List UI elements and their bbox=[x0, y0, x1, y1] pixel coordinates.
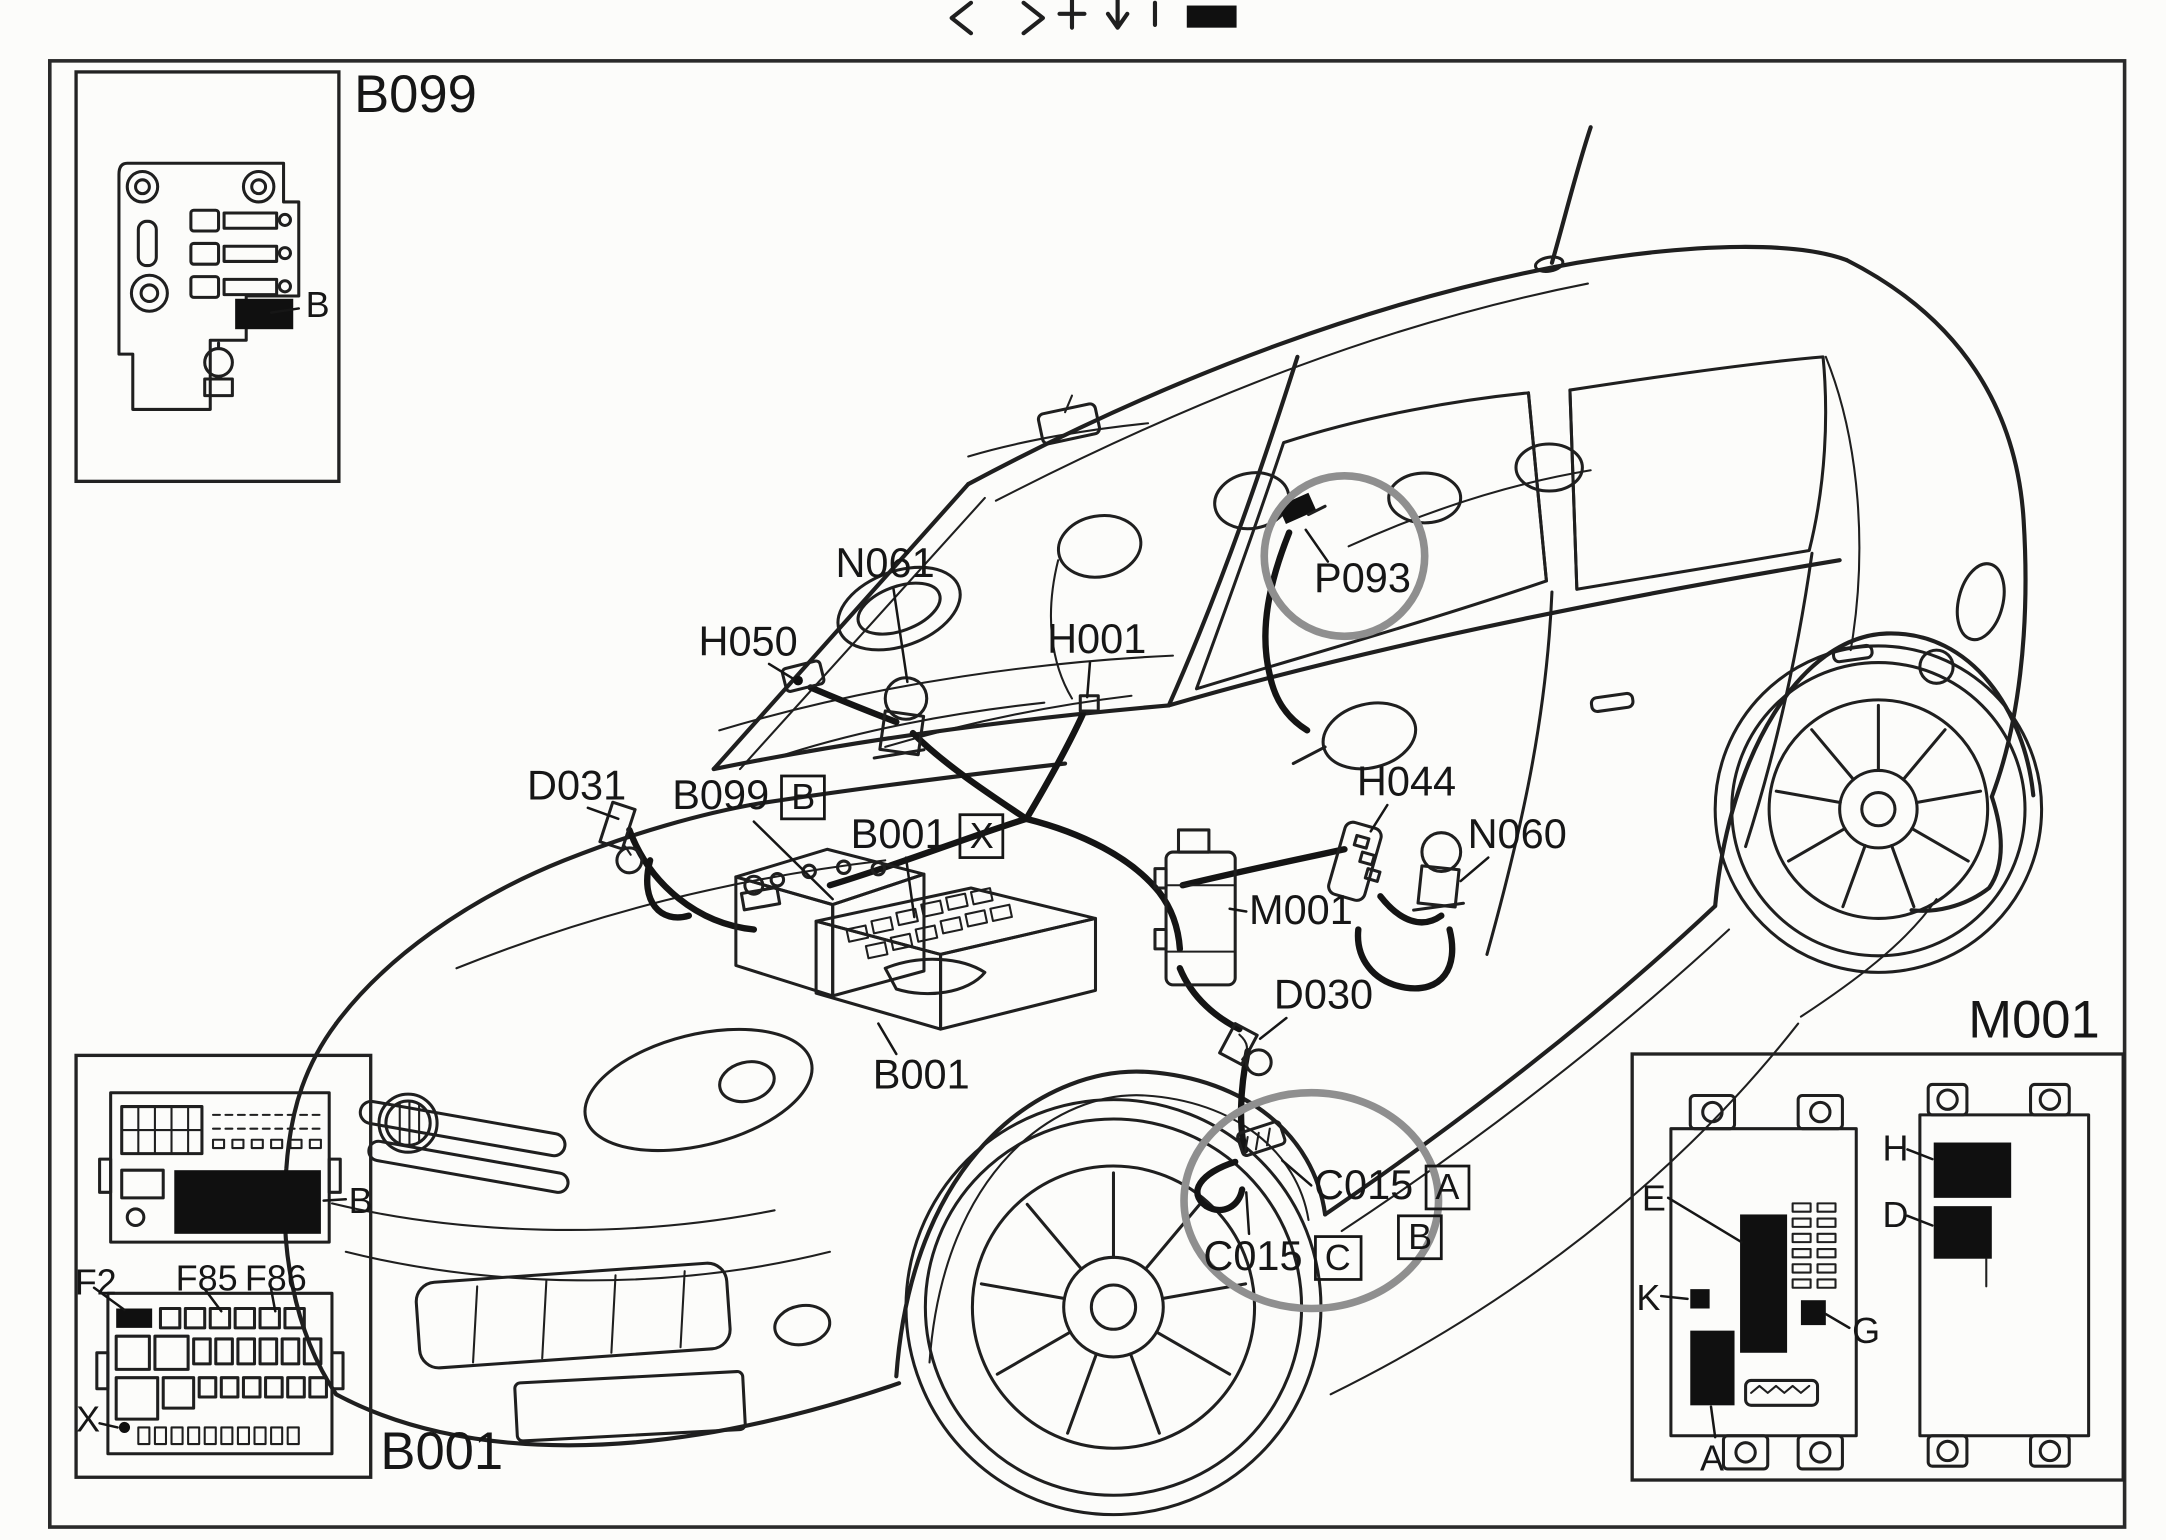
car-details bbox=[330, 125, 2006, 1443]
inset-m001-callout-a: A bbox=[1699, 1437, 1724, 1479]
label-n060: N060 bbox=[1467, 811, 1567, 858]
label-h050: H050 bbox=[698, 619, 798, 666]
inset-b099-callout-b: B bbox=[305, 283, 330, 326]
pin-box-c: C bbox=[1313, 1235, 1362, 1281]
label-h044: H044 bbox=[1356, 759, 1457, 806]
inset-m001-box bbox=[1630, 1052, 2125, 1482]
pin-box-b2: B bbox=[1397, 1214, 1444, 1261]
highlight-ellipse-c015 bbox=[1180, 1088, 1443, 1313]
inset-b001-callout-b: B bbox=[348, 1179, 373, 1222]
label-b001-ref-text: B001 bbox=[850, 811, 948, 858]
pin-box-a: A bbox=[1424, 1164, 1471, 1211]
label-c015-pin-b: B bbox=[1397, 1214, 1444, 1261]
label-c015c-text: C015 bbox=[1203, 1233, 1303, 1280]
inset-b001-title: B001 bbox=[380, 1423, 504, 1482]
label-c015-text: C015 bbox=[1314, 1163, 1414, 1209]
inset-b001-callout-f2: F2 bbox=[74, 1261, 117, 1303]
inset-b001-callout-x: X bbox=[76, 1398, 101, 1440]
inset-m001-title: M001 bbox=[1968, 991, 2100, 1050]
inset-b001-callout-f85: F85 bbox=[175, 1257, 238, 1299]
label-m001-car: M001 bbox=[1249, 888, 1353, 934]
inset-m001-callout-g: G bbox=[1852, 1309, 1881, 1352]
highlight-circle-p093 bbox=[1260, 472, 1429, 641]
label-h001: H001 bbox=[1047, 616, 1147, 663]
inset-b001-callout-f86: F86 bbox=[244, 1257, 307, 1299]
rear-wheel bbox=[1713, 644, 2044, 974]
label-p093: P093 bbox=[1314, 556, 1411, 602]
pin-box-b: B bbox=[780, 774, 827, 821]
label-d031: D031 bbox=[526, 763, 627, 810]
top-cropped-glyphs bbox=[949, 0, 1237, 36]
front-wheel bbox=[904, 1098, 1323, 1517]
inset-b099-drawing bbox=[117, 161, 301, 411]
inset-b099-title: B099 bbox=[354, 66, 477, 125]
label-d030: D030 bbox=[1273, 972, 1374, 1019]
pin-box-x: X bbox=[958, 813, 1005, 859]
inset-b099-box bbox=[74, 70, 341, 484]
inset-m001-callout-h: H bbox=[1882, 1127, 1909, 1169]
figure-border bbox=[47, 59, 2127, 1529]
inset-b001-box bbox=[74, 1053, 373, 1479]
inset-m001-callout-k: K bbox=[1636, 1276, 1661, 1319]
inset-m001-callout-e: E bbox=[1641, 1177, 1666, 1219]
label-b099-ref-text: B099 bbox=[672, 773, 770, 819]
callout-pointer-lines bbox=[586, 528, 1490, 1236]
inset-m001-callout-d: D bbox=[1882, 1193, 1909, 1236]
inset-b001-drawing bbox=[92, 1091, 348, 1456]
inset-m001-drawing bbox=[1659, 1082, 2091, 1471]
label-b001-car: B001 bbox=[872, 1052, 970, 1099]
label-n061: N061 bbox=[835, 540, 935, 587]
